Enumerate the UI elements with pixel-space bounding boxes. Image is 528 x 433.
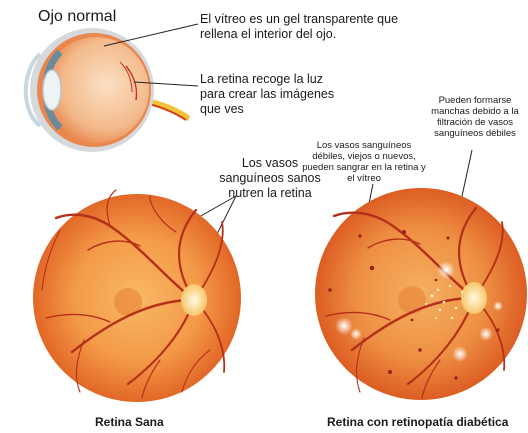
eye-cross-section xyxy=(26,28,190,152)
optic-disc xyxy=(181,284,207,316)
label-manchas: Pueden formarse manchas debido a la filt… xyxy=(422,95,528,139)
label-retina: La retina recoge la luz para crear las i… xyxy=(200,72,340,117)
label-vasos-debiles: Los vasos sanguíneos débiles, viejos o n… xyxy=(302,140,426,184)
caption-retina-sana: Retina Sana xyxy=(95,415,164,430)
caption-retina-diabetica: Retina con retinopatía diabética xyxy=(327,415,508,430)
diabetic-retina xyxy=(315,188,527,400)
healthy-retina xyxy=(33,190,241,402)
eye-title: Ojo normal xyxy=(38,8,116,26)
label-vitreo: El vítreo es un gel transparente que rel… xyxy=(200,12,430,42)
lens xyxy=(43,70,61,110)
